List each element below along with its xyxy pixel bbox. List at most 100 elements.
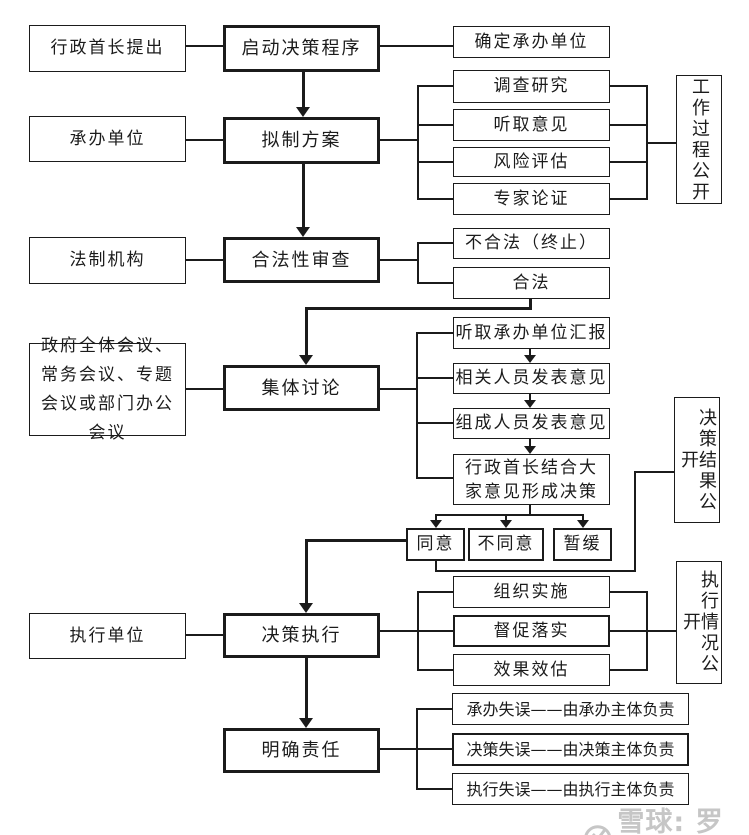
connector-line — [418, 708, 452, 710]
connector-line — [636, 471, 674, 473]
connector-line — [435, 514, 584, 516]
connector-line — [529, 439, 531, 447]
connector-line — [435, 514, 437, 520]
connector-line — [610, 85, 646, 87]
connector-line — [380, 388, 418, 390]
connector-line — [648, 142, 676, 144]
node-decision-result-public: 决策结果公开 — [674, 397, 720, 523]
node-undertaking-unit: 承办单位 — [29, 116, 186, 162]
node-supervise-implementation: 督促落实 — [453, 615, 610, 647]
xueqiu-logo-icon — [584, 825, 611, 835]
connector-line — [418, 422, 453, 424]
arrow-down-icon — [299, 603, 313, 613]
node-legality-review: 合法性审查 — [223, 237, 380, 283]
connector-line — [418, 788, 452, 790]
node-illegal-terminate: 不合法（终止） — [453, 228, 610, 259]
connector-line — [380, 139, 419, 141]
arrow-down-icon — [430, 520, 442, 528]
arrow-down-icon — [577, 520, 589, 528]
connector-line — [419, 124, 453, 126]
node-determine-unit: 确定承办单位 — [453, 26, 610, 58]
connector-line — [529, 505, 531, 515]
connector-line — [417, 85, 419, 200]
connector-line — [305, 539, 308, 605]
connector-line — [418, 748, 452, 750]
node-expert-demonstration: 专家论证 — [453, 183, 610, 215]
node-disagree: 不同意 — [468, 528, 544, 561]
connector-line — [418, 477, 453, 479]
connector-line — [417, 591, 419, 671]
node-legal-ok: 合法 — [453, 267, 610, 299]
arrow-down-icon — [524, 355, 536, 363]
connector-line — [648, 630, 676, 632]
connector-line — [529, 349, 531, 356]
connector-line — [610, 669, 646, 671]
connector-line — [305, 539, 406, 542]
node-investigation: 调查研究 — [453, 70, 610, 103]
connector-line — [186, 45, 223, 47]
node-leader-decision: 行政首长结合大家意见形成决策 — [453, 454, 610, 505]
connector-line — [610, 591, 646, 593]
connector-line — [435, 570, 636, 572]
node-risk-assessment: 风险评估 — [453, 147, 610, 177]
connector-line — [305, 307, 308, 356]
watermark: 雪球: 罗彪 — [583, 800, 749, 835]
node-legal-body: 法制机构 — [29, 237, 186, 284]
arrow-down-icon — [524, 400, 536, 408]
connector-line — [646, 85, 648, 200]
node-start-process: 启动决策程序 — [223, 25, 380, 72]
node-hear-report: 听取承办单位汇报 — [453, 317, 610, 349]
node-executing-unit: 执行单位 — [29, 613, 186, 659]
connector-line — [186, 634, 223, 636]
connector-line — [380, 259, 419, 261]
node-hear-opinions: 听取意见 — [453, 109, 610, 141]
node-decision-error: 决策失误——由决策主体负责 — [452, 733, 689, 766]
connector-line — [418, 332, 453, 334]
connector-line — [305, 307, 532, 310]
connector-line — [419, 669, 453, 671]
connector-line — [646, 591, 648, 671]
node-agree: 同意 — [406, 528, 465, 561]
node-undertaking-error: 承办失误——由承办主体负责 — [452, 693, 689, 725]
connector-line — [417, 242, 419, 284]
connector-line — [419, 198, 453, 200]
connector-line — [529, 299, 532, 310]
connector-line — [380, 45, 453, 47]
node-related-opinions: 相关人员发表意见 — [453, 363, 610, 394]
arrow-down-icon — [296, 227, 310, 237]
arrow-down-icon — [524, 446, 536, 454]
node-draft-plan: 拟制方案 — [223, 117, 380, 164]
node-effect-evaluation: 效果效估 — [453, 654, 610, 686]
connector-line — [582, 514, 584, 520]
connector-line — [529, 394, 531, 401]
connector-line — [610, 198, 646, 200]
node-organize-implementation: 组织实施 — [453, 576, 610, 608]
node-member-opinions: 组成人员发表意见 — [453, 408, 610, 439]
connector-line — [418, 377, 453, 379]
connector-line — [419, 242, 453, 244]
node-execution-error: 执行失误——由执行主体负责 — [452, 773, 689, 805]
arrow-down-icon — [299, 355, 313, 365]
connector-line — [610, 161, 646, 163]
connector-line — [186, 259, 223, 261]
node-meeting-types: 政府全体会议、常务会议、专题会议或部门办公会议 — [29, 336, 186, 443]
connector-line — [416, 708, 418, 790]
connector-line — [302, 72, 305, 109]
connector-line — [416, 332, 418, 479]
connector-line — [419, 591, 453, 593]
watermark-text: 雪球: 罗彪 — [617, 807, 724, 835]
node-initiator: 行政首长提出 — [29, 25, 186, 72]
connector-line — [634, 471, 636, 572]
arrow-down-icon — [299, 718, 313, 728]
connector-line — [435, 561, 437, 572]
node-decision-execution: 决策执行 — [223, 613, 380, 658]
connector-line — [378, 748, 418, 750]
connector-line — [419, 282, 453, 284]
node-execution-status-public: 执行情况公开 — [676, 561, 722, 684]
arrow-down-icon — [296, 107, 310, 117]
connector-line — [610, 630, 646, 632]
connector-line — [419, 161, 453, 163]
node-clarify-responsibility: 明确责任 — [223, 728, 380, 773]
connector-line — [305, 658, 308, 719]
